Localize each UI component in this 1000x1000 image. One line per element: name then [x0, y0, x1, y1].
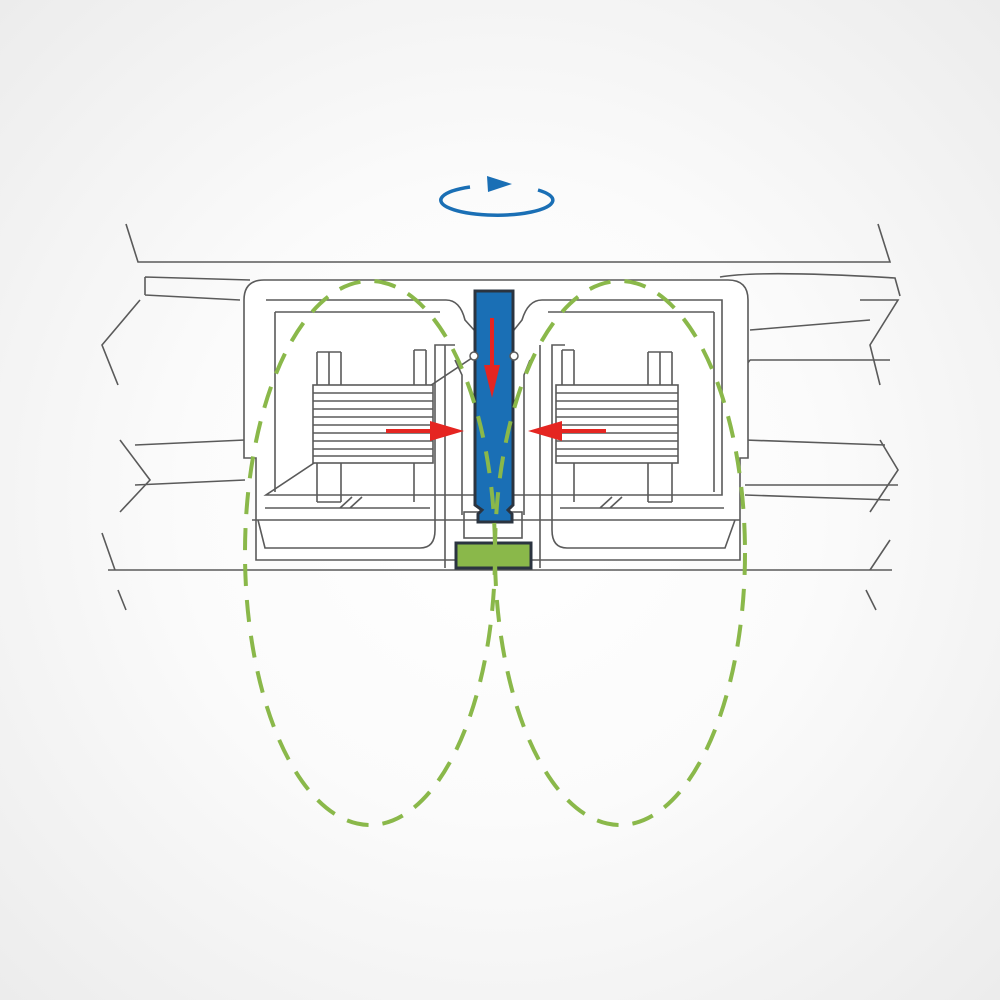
- outer-housing: [101, 223, 901, 611]
- force-arrow-icon: [386, 318, 606, 441]
- left-stator-coil: [312, 349, 434, 503]
- right-stator-coil: [555, 349, 679, 503]
- magnetic-flux-lines: [243, 279, 747, 827]
- rotation-arrow-icon: [439, 176, 555, 217]
